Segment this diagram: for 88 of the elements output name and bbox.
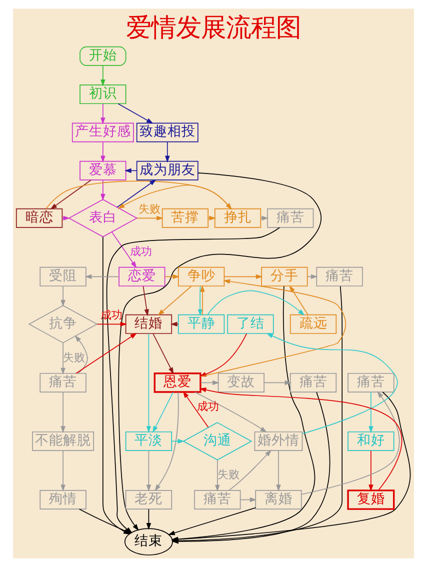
arrow [368, 392, 374, 433]
node-box: 初识 [80, 84, 126, 104]
node-box: 争吵 [178, 266, 225, 286]
arrow [76, 332, 138, 374]
arrow [146, 333, 152, 433]
edge-label: 失败 [63, 350, 86, 364]
arrow [60, 450, 66, 492]
arrow [182, 391, 209, 428]
arrow [118, 172, 322, 531]
arrow [136, 216, 164, 221]
arrow [200, 285, 205, 316]
arrow [266, 333, 398, 434]
arrow [198, 286, 202, 316]
arrow [74, 335, 88, 374]
node-box: 产生好感 [72, 122, 134, 142]
node-diamond: 沟通 [182, 422, 252, 460]
arrow [116, 179, 156, 208]
arrow [152, 392, 174, 433]
arrow [168, 507, 256, 536]
arrow [146, 450, 152, 492]
node-box: 开始 [80, 46, 126, 66]
node-box: 疏远 [290, 314, 337, 334]
arrow [215, 460, 220, 492]
arrow [146, 508, 152, 530]
node-box: 殉情 [40, 490, 86, 510]
node-box: 分手 [261, 266, 308, 286]
arrow [84, 274, 120, 280]
arrow [96, 322, 128, 327]
arrow [60, 342, 66, 375]
arrow [158, 286, 192, 316]
arrow [368, 450, 374, 492]
node-box: 痛苦 [267, 208, 314, 228]
node-box: 致趣相投 [136, 122, 198, 142]
node-box: 痛苦 [348, 372, 394, 392]
arrow [301, 391, 400, 495]
arrow [170, 322, 179, 327]
arrow [164, 274, 180, 280]
node-box: 痛苦 [316, 266, 363, 286]
arrow [224, 274, 263, 280]
node-diamond: 表白 [68, 199, 138, 238]
node-box: 不能解脱 [32, 431, 94, 451]
arrow [194, 392, 268, 432]
arrow [289, 285, 308, 316]
node-box: 平淡 [125, 431, 172, 451]
arrow [208, 216, 216, 221]
node-box: 暗恋 [16, 208, 63, 228]
node-box: 婚外情 [254, 431, 303, 451]
edge-label: 失败 [217, 468, 240, 482]
arrow [60, 392, 66, 433]
node-box: 痛苦 [194, 490, 241, 510]
arrow [100, 180, 106, 201]
node-box: 和好 [348, 431, 394, 451]
arrow [307, 274, 318, 280]
node-box: 爱慕 [80, 160, 126, 180]
arrow [142, 286, 149, 316]
node-box: 离婚 [255, 490, 302, 510]
diagram-title: 爱情发展流程图 [126, 12, 302, 42]
node-box: 老死 [125, 490, 172, 510]
node-box: 受阻 [40, 266, 86, 286]
arrow [200, 380, 220, 386]
arrow [112, 232, 137, 268]
node-box: 痛苦 [40, 372, 86, 392]
arrow [100, 65, 106, 86]
arrow [165, 142, 170, 163]
arrow [199, 388, 402, 491]
node-box: 恩爱 [154, 372, 202, 393]
node-box: 变故 [218, 372, 264, 392]
arrow [206, 290, 305, 316]
node-box: 恋爱 [118, 266, 166, 286]
arrow [124, 168, 137, 174]
node-box: 结婚 [125, 314, 172, 334]
arrow [100, 142, 106, 163]
arrow [240, 497, 257, 502]
edge-label: 失败 [138, 202, 161, 216]
node-box: 痛苦 [290, 372, 337, 392]
node-box: 成为朋友 [136, 160, 198, 180]
edge-label: 成功 [197, 400, 220, 414]
arrow [60, 286, 66, 307]
node-box: 复婚 [347, 490, 395, 510]
arrow [228, 450, 272, 491]
edge-label: 成功 [130, 244, 152, 258]
arrow [118, 103, 154, 124]
node-box: 了结 [227, 314, 274, 334]
arrow [264, 380, 292, 386]
arrow [50, 180, 92, 210]
arrow [100, 104, 106, 124]
arrow [152, 333, 174, 374]
arrow [276, 450, 281, 492]
